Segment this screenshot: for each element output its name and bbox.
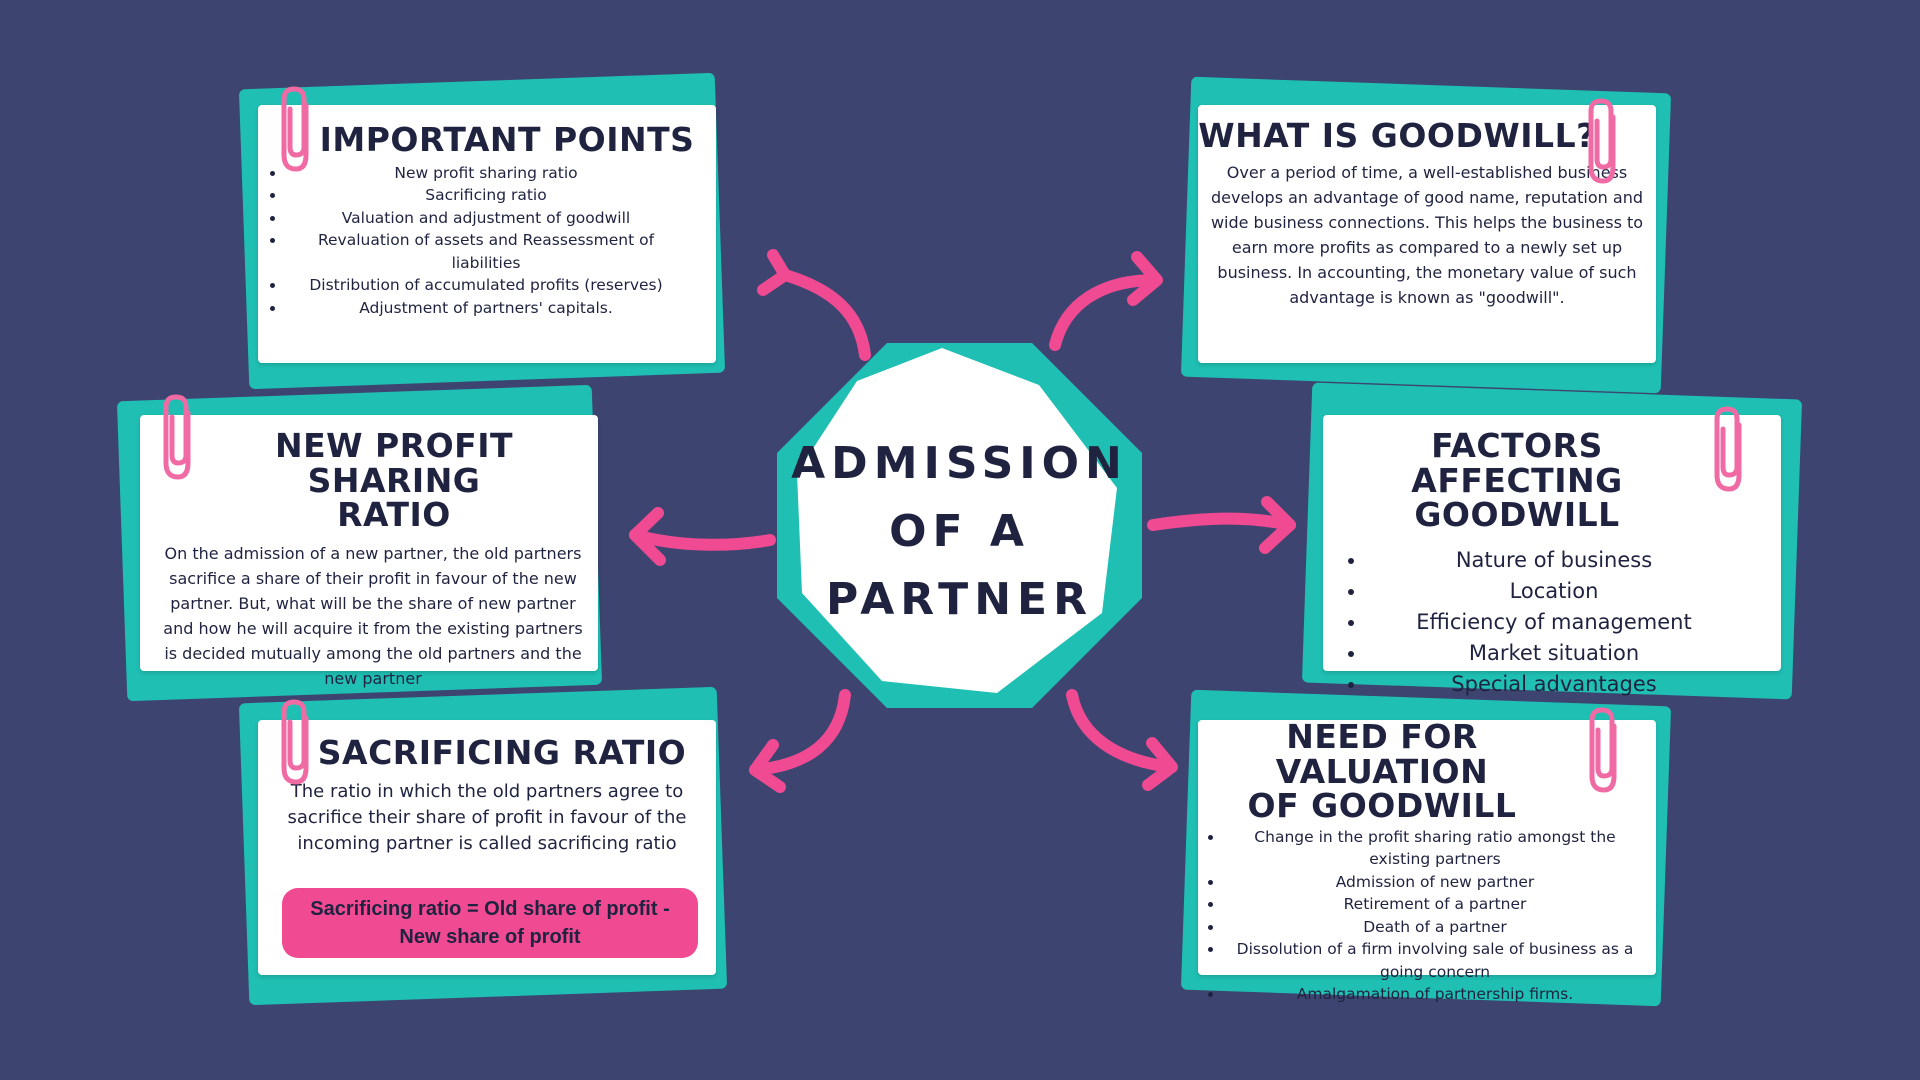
list-item: Change in the profit sharing ratio among… [1224, 826, 1646, 871]
factors-list: Nature of business Location Efficiency o… [1323, 545, 1781, 700]
list-item: Nature of business [1367, 545, 1741, 576]
factors-affecting-goodwill-title: FACTORS AFFECTING GOODWILL [1323, 415, 1781, 545]
paperclip-icon [163, 394, 191, 480]
card-face: IMPORTANT POINTS New profit sharing rati… [258, 105, 716, 363]
arrow-to-new-profit-sharing-ratio [629, 507, 776, 566]
need-for-valuation-list: Change in the profit sharing ratio among… [1198, 826, 1656, 1006]
list-item: Revaluation of assets and Reassessment o… [286, 229, 686, 274]
list-item: New profit sharing ratio [286, 162, 686, 185]
paperclip-icon [281, 699, 309, 785]
card-face: NEED FOR VALUATION OF GOODWILL Change in… [1198, 717, 1656, 1003]
title-line1: NEW PROFIT SHARING [274, 426, 514, 500]
card-face: FACTORS AFFECTING GOODWILL Nature of bus… [1323, 415, 1781, 696]
list-item: Distribution of accumulated profits (res… [286, 274, 686, 297]
what-is-goodwill-card: WHAT IS GOODWILL? Over a period of time,… [1180, 76, 1672, 394]
title-line1: NEED FOR VALUATION [1275, 717, 1489, 791]
sacrificing-ratio-text: The ratio in which the old partners agre… [287, 780, 687, 854]
list-item: Sacrificing ratio [286, 184, 686, 207]
card-face: WHAT IS GOODWILL? Over a period of time,… [1198, 105, 1656, 363]
what-is-goodwill-title: WHAT IS GOODWILL? [1198, 116, 1596, 155]
formula-line1: Sacrificing ratio = Old share of profit … [310, 898, 670, 920]
new-profit-sharing-ratio-title: NEW PROFIT SHARING RATIO [140, 415, 598, 541]
important-points-title: IMPORTANT POINTS [319, 120, 695, 159]
list-item: Death of a partner [1224, 916, 1646, 939]
list-item: Location [1367, 576, 1741, 607]
center-title-line1: ADMISSION [791, 438, 1128, 489]
need-for-valuation-card: NEED FOR VALUATION OF GOODWILL Change in… [1180, 689, 1672, 1007]
list-item: Admission of new partner [1224, 871, 1646, 894]
title-line1: FACTORS AFFECTING [1411, 426, 1623, 500]
new-profit-sharing-ratio-card: NEW PROFIT SHARING RATIO On the admissio… [116, 384, 603, 702]
important-points-list: New profit sharing ratio Sacrificing rat… [258, 162, 716, 320]
title-line2: GOODWILL [1414, 495, 1620, 535]
title-line2: RATIO [337, 495, 451, 535]
arrow-to-what-is-goodwill [1049, 251, 1163, 351]
arrow-to-important-points [757, 249, 871, 361]
paperclip-icon [281, 86, 309, 172]
sacrificing-ratio-formula: Sacrificing ratio = Old share of profit … [282, 888, 698, 958]
list-item: Valuation and adjustment of goodwill [286, 207, 686, 230]
sacrificing-ratio-card: SACRIFICING RATIO The ratio in which the… [238, 686, 728, 1006]
factors-affecting-goodwill-card: FACTORS AFFECTING GOODWILL Nature of bus… [1301, 382, 1803, 700]
center-title-line2: OF A [889, 506, 1030, 557]
arrow-to-factors-affecting-goodwill [1147, 496, 1296, 554]
list-item: Adjustment of partners' capitals. [286, 297, 686, 320]
sacrificing-ratio-title: SACRIFICING RATIO [317, 733, 687, 772]
new-profit-sharing-ratio-text: On the admission of a new partner, the o… [163, 543, 583, 688]
important-points-card: IMPORTANT POINTS New profit sharing rati… [238, 72, 726, 390]
paperclip-icon [1589, 707, 1617, 793]
paperclip-icon [1714, 406, 1742, 492]
list-item: Dissolution of a firm involving sale of … [1224, 938, 1646, 983]
list-item: Market situation [1367, 638, 1741, 669]
list-item: Amalgamation of partnership firms. [1224, 983, 1646, 1006]
list-item: Retirement of a partner [1224, 893, 1646, 916]
center-title-line3: PARTNER [826, 574, 1093, 625]
paperclip-icon [1588, 98, 1616, 184]
card-face: NEW PROFIT SHARING RATIO On the admissio… [140, 415, 598, 688]
list-item: Efficiency of management [1367, 607, 1741, 638]
center-title: ADMISSION OF A PARTNER [777, 430, 1142, 634]
center-octagon [777, 343, 1142, 708]
what-is-goodwill-text: Over a period of time, a well-establishe… [1210, 162, 1644, 307]
arrow-to-need-for-valuation [1066, 689, 1178, 791]
card-face: SACRIFICING RATIO The ratio in which the… [258, 720, 716, 975]
title-line2: OF GOODWILL [1247, 786, 1517, 826]
arrow-to-sacrificing-ratio [749, 689, 851, 793]
formula-line2: New share of profit [399, 926, 581, 948]
need-for-valuation-title: NEED FOR VALUATION OF GOODWILL [1198, 717, 1656, 826]
list-item: Special advantages [1367, 669, 1741, 700]
